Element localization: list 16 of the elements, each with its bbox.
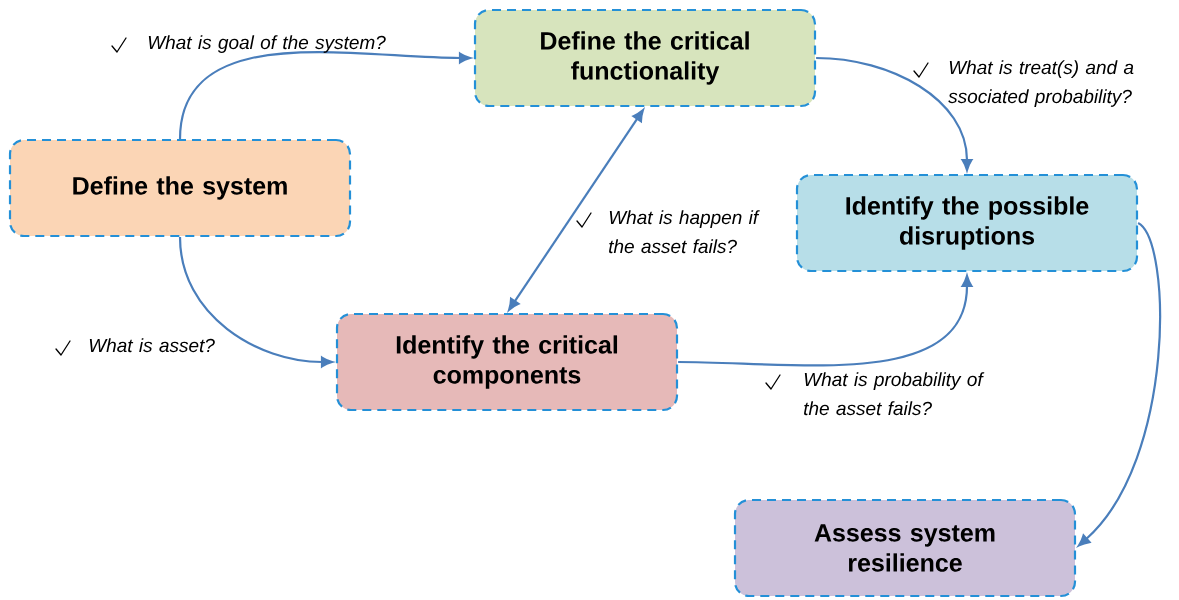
arrow [678,274,973,367]
arrow [178,237,334,368]
arrow [816,56,973,172]
arrow [508,109,644,311]
edge-label: What is happen if the asset fails? [609,210,760,254]
process-box: Define the system [8,138,352,238]
process-box: Identify the critical components [335,312,679,412]
process-box: Define the critical functionality [473,8,817,108]
edge-label: What is probability of the asset fails? [804,372,985,416]
process-box: Identify the possible disruptions [795,173,1139,273]
edge-label: What is asset? [89,338,215,353]
edge-label: What is treat(s) and a ssociated probability? [948,60,1134,107]
arrow [1077,222,1162,547]
process-box: Assess system resilience [733,498,1077,598]
arrow [178,51,472,140]
edge-label: What is goal of the system? [148,35,386,53]
